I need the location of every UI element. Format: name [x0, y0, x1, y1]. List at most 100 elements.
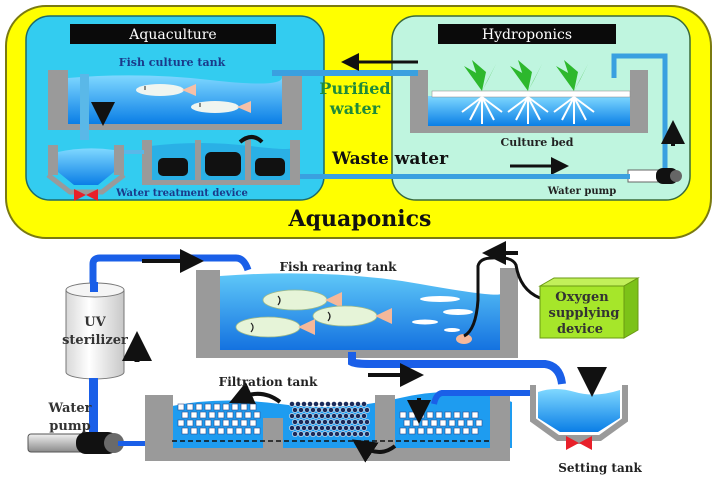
media-cube: [199, 427, 207, 435]
media-ball: [349, 413, 355, 419]
media-ball: [289, 425, 295, 431]
media-cube: [226, 427, 234, 435]
uv-outlet-pipe: [89, 254, 252, 290]
media-ball: [322, 431, 328, 437]
flow-arrow-curved-icon: [352, 439, 397, 463]
media-cube: [249, 403, 257, 411]
media-cube: [177, 403, 185, 411]
fish-rearing-tank-label: Fish rearing tank: [280, 260, 398, 274]
media-ball: [307, 413, 313, 419]
filter-media: [158, 158, 188, 176]
media-cube: [399, 411, 407, 419]
media-cube: [408, 427, 416, 435]
media-ball: [310, 431, 316, 437]
water-treatment-label: Water treatment device: [115, 188, 248, 199]
media-cube: [408, 411, 416, 419]
water-pump-label: Water pump: [547, 186, 616, 197]
fish-rearing-tank: [196, 268, 518, 358]
media-cube: [190, 427, 198, 435]
media-cube: [444, 411, 452, 419]
uv-sterilizer-label-line1: UV: [84, 315, 106, 330]
media-ball: [322, 407, 328, 413]
media-ball: [355, 401, 361, 407]
media-ball: [331, 413, 337, 419]
media-ball: [358, 419, 364, 425]
media-ball: [343, 425, 349, 431]
plant-icon: [461, 60, 503, 124]
fish-tank-drain-pipe: [348, 352, 566, 385]
media-ball: [292, 431, 298, 437]
media-ball: [340, 407, 346, 413]
fish-icon: [136, 84, 196, 96]
media-ball: [349, 401, 355, 407]
air-bubble: [444, 328, 460, 332]
media-cube: [222, 419, 230, 427]
media-ball: [292, 407, 298, 413]
plant-icon: [553, 60, 595, 124]
media-ball: [325, 425, 331, 431]
media-cube: [466, 419, 474, 427]
media-cube: [471, 411, 479, 419]
media-cube: [426, 411, 434, 419]
media-ball: [355, 413, 361, 419]
media-ball: [325, 401, 331, 407]
fish-icon: [262, 289, 342, 311]
media-cube: [249, 419, 257, 427]
air-bubble: [420, 296, 460, 302]
aquaculture-section: Aquaculture Fish culture tank: [25, 15, 325, 201]
media-ball: [304, 407, 310, 413]
purified-water-label-line1: Purified: [319, 79, 390, 98]
filtration-tank: [145, 363, 512, 463]
media-cube: [186, 403, 194, 411]
media-cube: [244, 427, 252, 435]
media-cube: [199, 411, 207, 419]
media-ball: [334, 419, 340, 425]
oxygen-label-line2: supplying: [549, 306, 620, 321]
media-cube: [426, 427, 434, 435]
hydroponics-section: Hydroponics: [391, 15, 691, 201]
settling-cone: [46, 145, 126, 201]
filter-media-balls: [289, 401, 370, 437]
media-cube: [462, 411, 470, 419]
fish-icon: [191, 101, 251, 113]
media-cube: [417, 427, 425, 435]
water-pump-label-line1: Water: [47, 401, 91, 416]
media-cube: [208, 411, 216, 419]
media-ball: [352, 419, 358, 425]
air-bubble: [412, 319, 438, 325]
media-cube: [244, 411, 252, 419]
media-cube: [430, 419, 438, 427]
media-cube: [240, 403, 248, 411]
media-ball: [319, 401, 325, 407]
aquaculture-header: Aquaculture: [128, 27, 216, 43]
media-ball: [319, 413, 325, 419]
media-cube: [417, 411, 425, 419]
uv-sterilizer-label-line2: sterilizer: [62, 333, 128, 348]
aquaponics-panel: Aquaculture Fish culture tank: [5, 5, 712, 239]
media-cube: [403, 419, 411, 427]
media-ball: [307, 401, 313, 407]
media-cube: [412, 419, 420, 427]
purified-water-pipe: [272, 70, 418, 76]
media-ball: [358, 431, 364, 437]
valve-icon: [74, 189, 98, 201]
media-cube: [444, 427, 452, 435]
culture-bed-label: Culture bed: [500, 136, 573, 149]
media-ball: [343, 413, 349, 419]
fish-culture-tank: [48, 70, 302, 140]
media-cube: [453, 427, 461, 435]
media-ball: [331, 401, 337, 407]
media-ball: [316, 407, 322, 413]
air-stone: [456, 334, 472, 344]
recirculating-system: UV sterilizer Water pump: [27, 241, 642, 475]
media-ball: [352, 407, 358, 413]
media-ball: [331, 425, 337, 431]
media-cube: [253, 427, 261, 435]
media-ball: [337, 425, 343, 431]
waste-water-label: Waste water: [331, 149, 449, 169]
media-ball: [337, 401, 343, 407]
pump-to-uv-pipe: [89, 378, 98, 440]
oxygen-label-line3: device: [557, 322, 603, 337]
media-ball: [316, 431, 322, 437]
media-ball: [313, 413, 319, 419]
